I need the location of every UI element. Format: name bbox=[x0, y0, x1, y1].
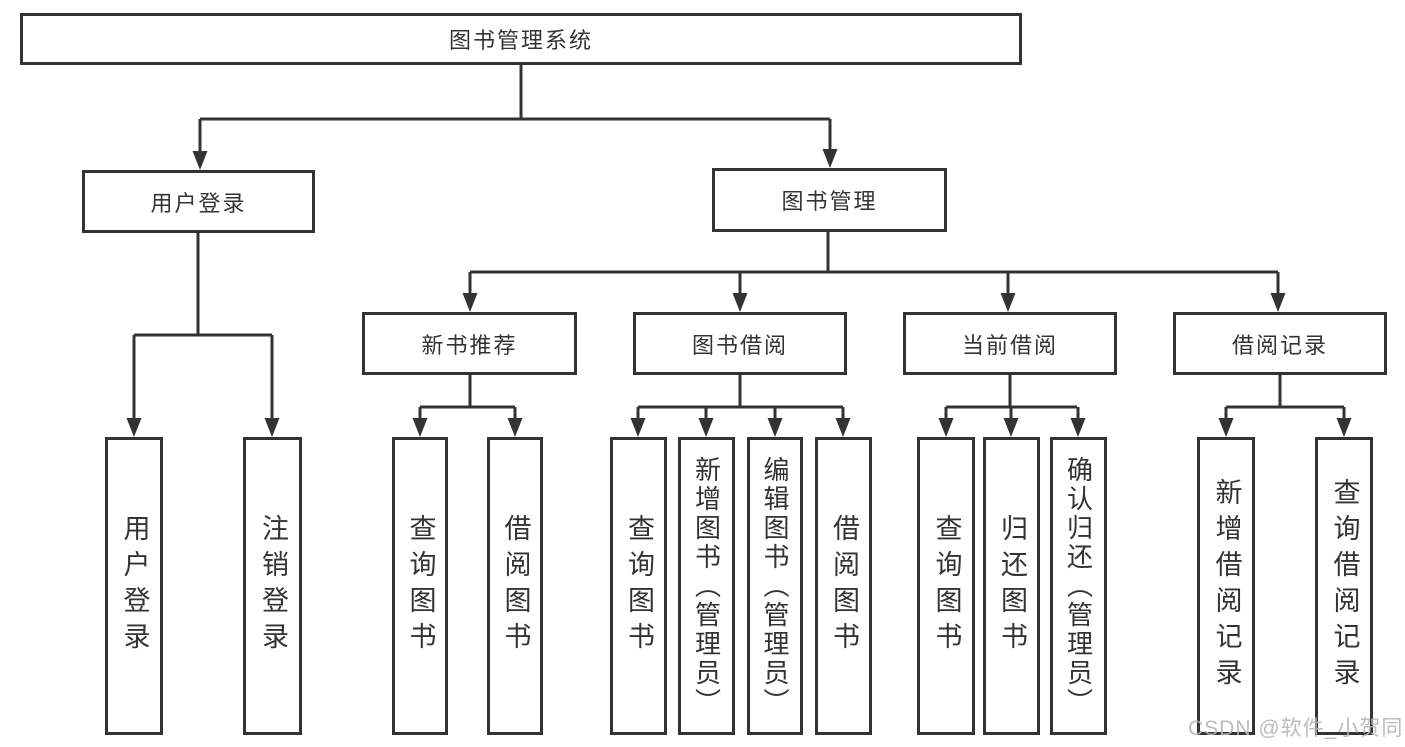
node-label: 查询图书 bbox=[931, 514, 962, 658]
node-label: 编辑图书（管理员） bbox=[760, 455, 790, 717]
node-label: 图书管理 bbox=[781, 189, 878, 214]
node-current-borrow: 当前借阅 bbox=[903, 312, 1117, 375]
node-logout-leaf: 注销登录 bbox=[243, 437, 302, 735]
node-label: 查询图书 bbox=[624, 514, 654, 658]
node-borrow-book-borrow: 借阅图书 bbox=[815, 437, 872, 735]
node-label: 归还图书 bbox=[997, 514, 1027, 658]
node-return-book: 归还图书 bbox=[983, 437, 1040, 735]
node-edit-book-admin: 编辑图书（管理员） bbox=[747, 437, 803, 735]
node-label: 用户登录 bbox=[150, 190, 247, 216]
node-query-book-rec: 查询图书 bbox=[392, 437, 448, 735]
node-label: 借阅图书 bbox=[500, 514, 531, 658]
node-root: 图书管理系统 bbox=[20, 13, 1022, 65]
node-label: 新增图书（管理员） bbox=[691, 455, 722, 717]
node-book-mgmt: 图书管理 bbox=[712, 168, 947, 232]
node-label: 图书借阅 bbox=[691, 332, 788, 358]
watermark-text: CSDN @软件_小贺同学 bbox=[1188, 717, 1405, 740]
node-user-login-leaf: 用户登录 bbox=[105, 437, 163, 735]
node-query-book-current: 查询图书 bbox=[917, 437, 975, 735]
node-borrow-book-rec: 借阅图书 bbox=[487, 437, 543, 735]
node-label: 图书管理系统 bbox=[448, 28, 593, 53]
node-label: 查询借阅记录 bbox=[1329, 478, 1360, 694]
node-label: 借阅图书 bbox=[829, 514, 859, 658]
node-query-borrow-record: 查询借阅记录 bbox=[1315, 437, 1373, 735]
node-add-borrow-record: 新增借阅记录 bbox=[1197, 437, 1255, 735]
node-book-borrow: 图书借阅 bbox=[633, 312, 847, 375]
node-borrow-records: 借阅记录 bbox=[1173, 312, 1387, 375]
node-user-login: 用户登录 bbox=[82, 170, 315, 233]
node-add-book-admin: 新增图书（管理员） bbox=[678, 437, 735, 735]
node-new-book-rec: 新书推荐 bbox=[362, 312, 577, 375]
node-label: 新增借阅记录 bbox=[1211, 478, 1242, 694]
node-label: 当前借阅 bbox=[961, 332, 1058, 358]
node-label: 确认归还（管理员） bbox=[1063, 455, 1094, 717]
node-confirm-return-admin: 确认归还（管理员） bbox=[1050, 437, 1107, 735]
node-query-book-borrow: 查询图书 bbox=[610, 437, 667, 735]
node-label: 借阅记录 bbox=[1231, 332, 1328, 358]
node-label: 用户登录 bbox=[119, 514, 150, 658]
node-label: 新书推荐 bbox=[421, 332, 518, 358]
node-label: 查询图书 bbox=[405, 514, 436, 658]
node-label: 注销登录 bbox=[258, 514, 288, 658]
